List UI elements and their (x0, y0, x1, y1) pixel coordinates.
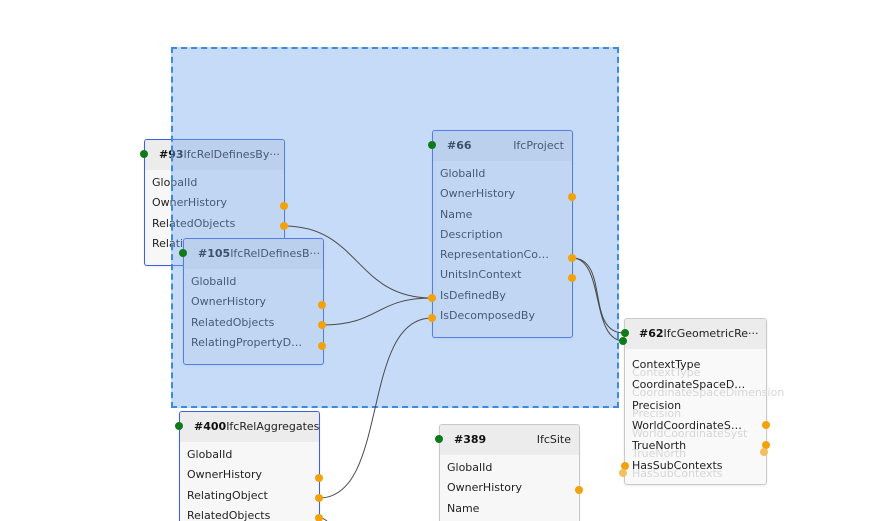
port-globalid: GlobalId (191, 275, 237, 288)
output-port-dot[interactable] (762, 421, 770, 429)
input-port-dot[interactable] (619, 337, 627, 345)
port-isdecomposedby: IsDecomposedBy (440, 309, 535, 323)
node-66-ifcproject[interactable]: #66 IfcProject GlobalId OwnerHistory Nam… (432, 130, 573, 338)
port-relatedobjects: RelatedObjects (152, 216, 236, 230)
ghost-label: HasSubContexts (632, 467, 723, 480)
node-header[interactable]: #105IfcRelDefinesB··· (184, 239, 323, 269)
node-id: #93 (159, 148, 184, 161)
node-id: #400 (194, 420, 227, 433)
port-ownerhistory: OwnerHistory (152, 196, 228, 210)
ghost-label: ContextType (632, 366, 701, 379)
node-id: #66 (447, 139, 472, 152)
output-port-dot[interactable] (318, 321, 326, 329)
ghost-label: TrueNorth (632, 447, 687, 460)
input-port-dot[interactable] (435, 435, 443, 443)
node-type: IfcSite (536, 433, 571, 446)
port-relatingobject: RelatingObject (187, 488, 268, 502)
port-ownerhistory: OwnerHistory (191, 295, 267, 309)
input-port-dot[interactable] (621, 329, 629, 337)
wire-66-representationcontexts-to-62-b[interactable] (571, 257, 625, 342)
port-relatingpropertydefinition: RelatingPropertyDefi··· (191, 335, 316, 349)
input-port-dot[interactable] (175, 422, 183, 430)
node-389-ifcsite[interactable]: #389 IfcSite GlobalId OwnerHistory Name (439, 424, 580, 521)
node-header[interactable]: #389 IfcSite (440, 425, 579, 455)
output-port-dot[interactable] (762, 441, 770, 449)
port-ownerhistory: OwnerHistory (187, 468, 263, 482)
output-port-dot[interactable] (280, 202, 288, 210)
node-type: IfcGeometricRe··· (663, 327, 759, 340)
node-105-ifcreldefinesbyproperties[interactable]: #105IfcRelDefinesB··· GlobalId OwnerHist… (183, 238, 324, 365)
node-400-ifcrelaggregates[interactable]: #400IfcRelAggregates GlobalId OwnerHisto… (179, 411, 320, 521)
node-type: IfcRelDefinesB··· (230, 247, 320, 260)
output-port-dot[interactable] (315, 514, 323, 521)
output-port-dot[interactable] (568, 254, 576, 262)
port-description: Description (440, 227, 503, 241)
node-type: IfcRelDefinesBy··· (183, 148, 280, 161)
port-ownerhistory: OwnerHistory (440, 187, 516, 201)
node-id: #389 (454, 433, 487, 446)
output-port-dot[interactable] (318, 301, 326, 309)
port-ownerhistory: OwnerHistory (447, 481, 523, 495)
ghost-label: CoordinateSpaceDimension (632, 386, 785, 399)
output-port-dot[interactable] (315, 474, 323, 482)
node-id: #105 (198, 247, 231, 260)
node-header[interactable]: #93IfcRelDefinesBy··· (145, 140, 284, 170)
node-header[interactable]: #400IfcRelAggregates (180, 412, 319, 442)
node-type: IfcProject (513, 139, 564, 152)
port-globalid: GlobalId (447, 461, 493, 474)
ghost-label: WorldCoordinateSyst (632, 427, 748, 440)
wire-66-representationcontexts-to-62[interactable] (571, 257, 625, 334)
input-port-dot[interactable] (428, 141, 436, 149)
input-port-dot-hassubcontexts[interactable] (621, 462, 629, 470)
ghost-label: Precision (632, 407, 682, 420)
output-port-dot[interactable] (318, 342, 326, 350)
wire-400-relatingobject-to-66-isdecomposedby[interactable] (318, 317, 433, 499)
port-globalid: GlobalId (187, 448, 233, 461)
node-header[interactable]: #62IfcGeometricRe··· (625, 319, 766, 349)
output-port-dot[interactable] (568, 274, 576, 282)
node-id: #62 (639, 327, 664, 340)
port-globalid: GlobalId (440, 167, 486, 180)
output-port-dot[interactable] (280, 222, 288, 230)
output-port-dot[interactable] (575, 486, 583, 494)
node-62-ifcgeometricrepresentationcontext[interactable]: #62IfcGeometricRe··· ContextType Coordin… (624, 318, 767, 485)
node-header[interactable]: #66 IfcProject (433, 131, 572, 161)
port-relatedobjects: RelatedObjects (187, 508, 271, 521)
input-port-dot[interactable] (179, 249, 187, 257)
output-port-dot[interactable] (760, 448, 768, 456)
node-type: IfcRelAggregates (226, 420, 319, 433)
port-isdefinedby: IsDefinedBy (440, 288, 506, 302)
input-port-dot[interactable] (619, 469, 627, 477)
input-port-dot-isdefinedby[interactable] (428, 294, 436, 302)
port-relatedobjects: RelatedObjects (191, 315, 275, 329)
port-name: Name (440, 207, 473, 221)
port-unitsincontext: UnitsInContext (440, 268, 522, 282)
input-port-dot-isdecomposedby[interactable] (428, 314, 436, 322)
output-port-dot[interactable] (568, 193, 576, 201)
port-globalid: GlobalId (152, 176, 198, 189)
port-name: Name (447, 501, 480, 515)
input-port-dot[interactable] (140, 150, 148, 158)
wire-105-relatedobjects-to-66-isdefinedby[interactable] (321, 297, 433, 326)
port-representationcontexts: RepresentationConte··· (440, 248, 567, 262)
output-port-dot[interactable] (315, 494, 323, 502)
